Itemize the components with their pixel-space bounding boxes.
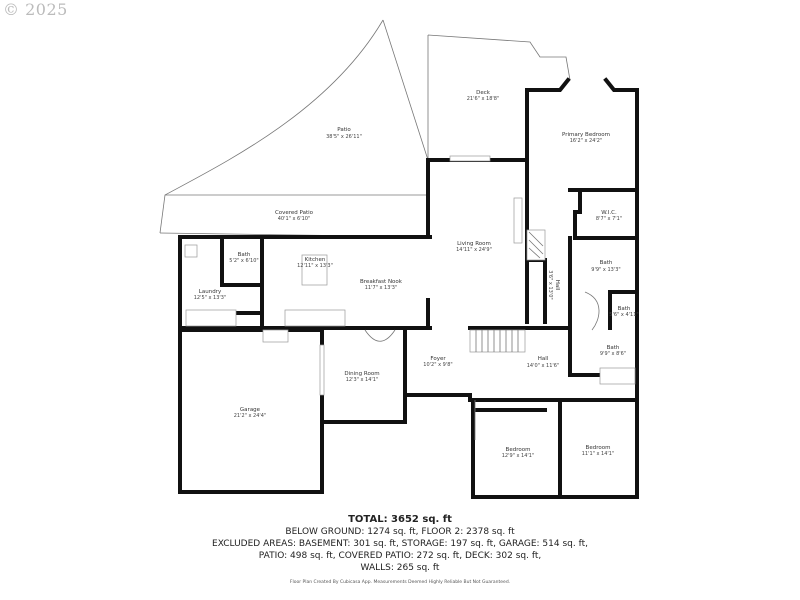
room-dims-bath-2: 9'9" x 13'3": [591, 267, 620, 273]
room-dims-bedroom-2: 11'1" x 14'1": [582, 451, 615, 457]
room-name-wic: W.I.C.: [601, 210, 617, 216]
room-dims-breakfast-nook: 11'7" x 13'3": [365, 285, 398, 291]
room-name-bedroom-2: Bedroom: [586, 445, 611, 451]
room-name-kitchen: Kitchen: [305, 257, 326, 263]
room-dims-garage: 21'2" x 24'4": [234, 413, 267, 419]
room-name-primary-bedroom: Primary Bedroom: [562, 132, 610, 138]
summary-line-1: BELOW GROUND: 1274 sq. ft, FLOOR 2: 2378…: [285, 527, 515, 537]
summary-line-2: EXCLUDED AREAS: BASEMENT: 301 sq. ft, ST…: [212, 539, 588, 549]
patio-outline: [159, 19, 429, 234]
room-labels: Patio 38'5" x 26'11" Deck 21'6" x 18'8" …: [194, 90, 639, 459]
room-name-patio: Patio: [337, 127, 351, 133]
room-dims-wic: 8'7" x 7'1": [596, 216, 622, 222]
room-dims-dining-room: 12'3" x 14'1": [346, 377, 379, 383]
room-dims-deck: 21'6" x 18'8": [467, 96, 500, 102]
disclaimer-footer: Floor Plan Created By Cubicasa App. Meas…: [289, 580, 511, 585]
copyright-watermark: © 2025: [3, 0, 68, 19]
area-summary: TOTAL: 3652 sq. ft BELOW GROUND: 1274 sq…: [0, 513, 800, 585]
room-name-bath-3: Bath: [618, 306, 631, 312]
floor-plan: Patio 38'5" x 26'11" Deck 21'6" x 18'8" …: [159, 19, 639, 499]
room-dims-hall-1: 3'6" x 13'0": [547, 270, 553, 299]
room-dims-bath-3: 5'6" x 4'11": [609, 312, 638, 318]
room-dims-hall-2: 14'0" x 11'6": [527, 363, 560, 369]
room-name-breakfast-nook: Breakfast Nook: [360, 279, 403, 285]
room-name-bath-4: Bath: [607, 345, 620, 351]
total-area: TOTAL: 3652 sq. ft: [348, 514, 452, 525]
room-name-covered-patio: Covered Patio: [275, 210, 314, 216]
room-dims-covered-patio: 40'1" x 6'10": [278, 216, 311, 222]
room-name-hall-2: Hall: [538, 356, 549, 362]
room-dims-bath-4: 9'9" x 8'6": [600, 351, 626, 357]
room-name-living-room: Living Room: [457, 241, 491, 247]
room-name-dining-room: Dining Room: [344, 371, 379, 377]
room-name-hall-1: Hall: [554, 280, 560, 291]
room-dims-foyer: 10'2" x 9'8": [423, 362, 452, 368]
room-name-deck: Deck: [476, 90, 491, 96]
room-dims-bedroom-1: 12'9" x 14'1": [502, 453, 535, 459]
room-dims-bath-1: 5'2" x 6'10": [229, 258, 258, 264]
room-dims-primary-bedroom: 16'2" x 24'2": [570, 138, 603, 144]
room-dims-living-room: 14'11" x 24'9": [456, 247, 492, 253]
room-dims-patio: 38'5" x 26'11": [326, 134, 362, 140]
walls: [178, 77, 639, 499]
fixtures: [184, 155, 636, 440]
room-name-bath-1: Bath: [238, 252, 251, 258]
room-name-foyer: Foyer: [430, 356, 446, 362]
summary-line-4: WALLS: 265 sq. ft: [360, 563, 440, 573]
room-name-bedroom-1: Bedroom: [506, 447, 531, 453]
room-dims-kitchen: 12'11" x 13'3": [297, 263, 333, 269]
room-dims-laundry: 12'5" x 13'3": [194, 295, 227, 301]
summary-line-3: PATIO: 498 sq. ft, COVERED PATIO: 272 sq…: [258, 551, 542, 561]
room-name-garage: Garage: [240, 407, 261, 413]
room-name-bath-2: Bath: [600, 260, 613, 266]
room-name-laundry: Laundry: [199, 289, 222, 295]
